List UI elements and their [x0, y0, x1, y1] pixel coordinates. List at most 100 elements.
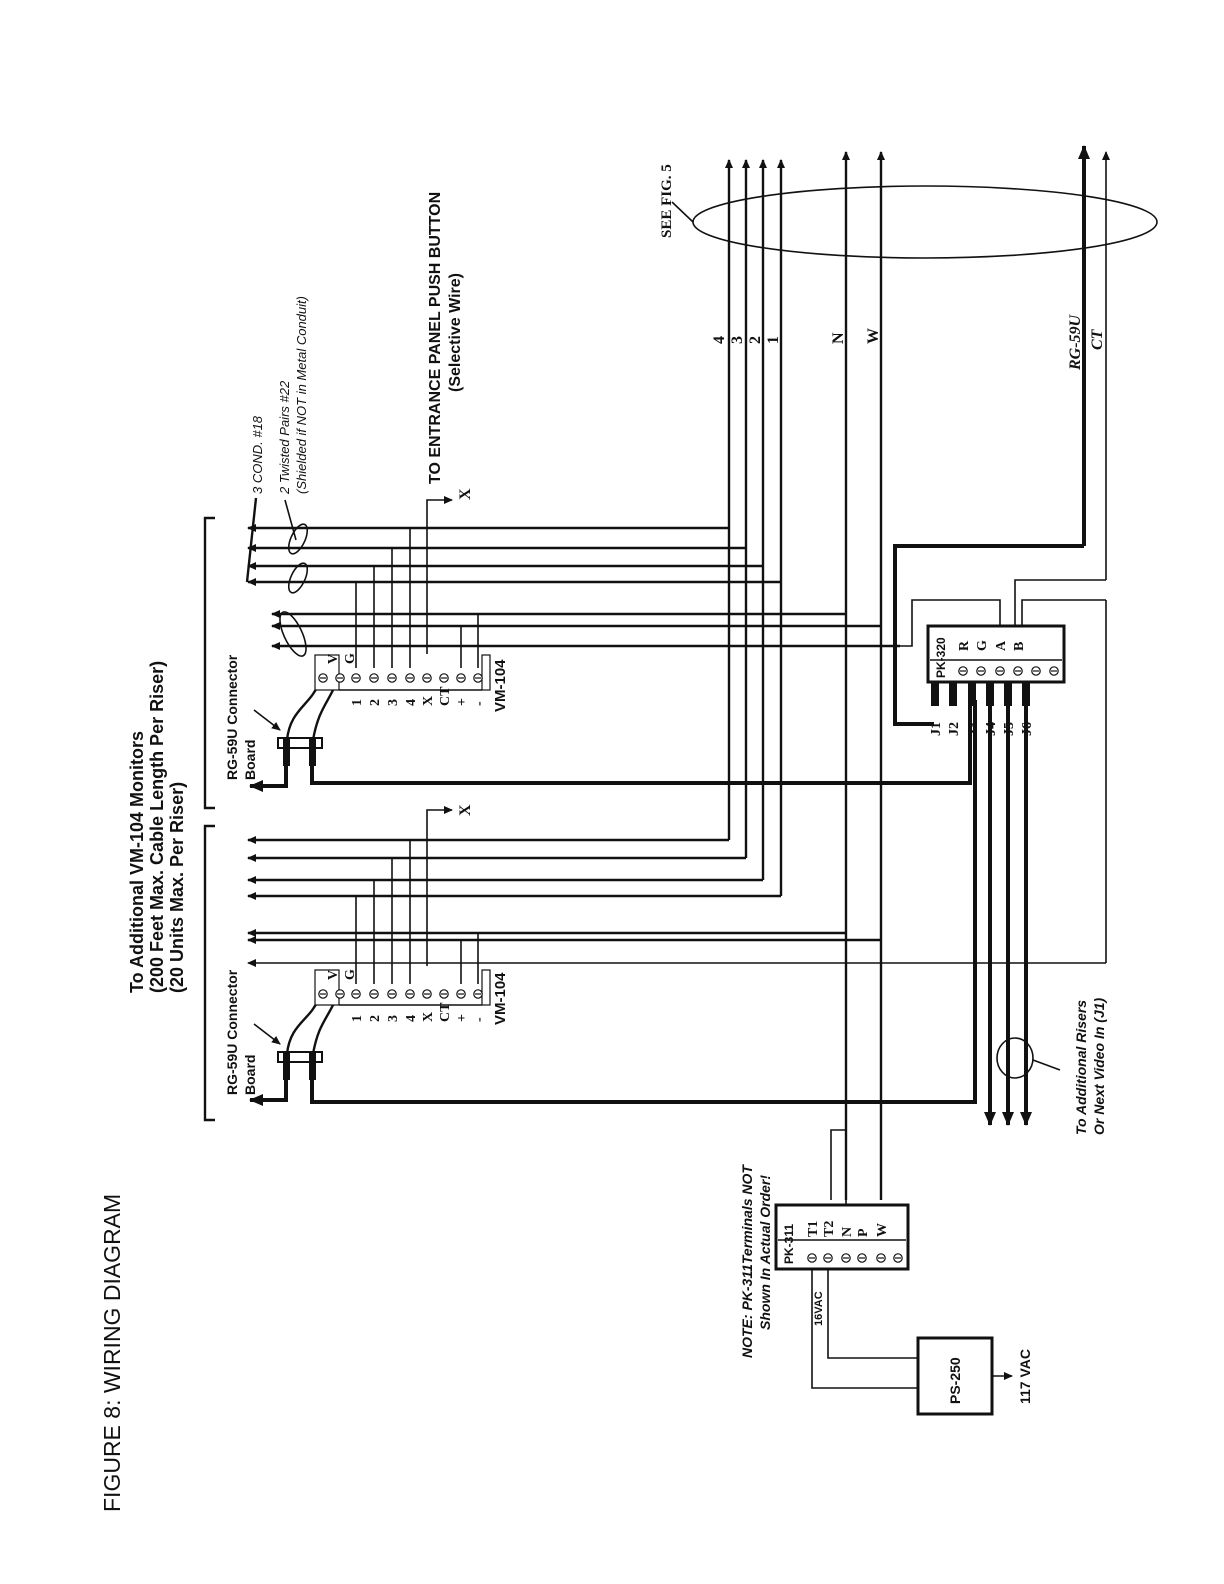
monitor-1-terminal-label: CT	[438, 686, 453, 706]
monitor-1-terminal-label: V	[326, 654, 341, 664]
monitor-0-terminal-screw	[351, 989, 361, 999]
monitor-0-terminal-label: 1	[350, 1015, 365, 1022]
cond3-note: 3 COND. #18	[250, 415, 265, 494]
monitor-1-terminal-label: +	[455, 698, 470, 706]
monitor-1-terminal-screw	[439, 673, 449, 683]
pk311-screw	[876, 1253, 886, 1263]
additional-risers-ellipse	[996, 1037, 1034, 1079]
ps250-input: 117 VAC	[1017, 1349, 1033, 1404]
monitor-1-terminal-screw	[387, 673, 397, 683]
pk311-screw	[841, 1253, 851, 1263]
monitor-1-terminal-screw	[473, 673, 483, 683]
monitor-1-terminal-label: 2	[368, 699, 383, 706]
monitor-1-terminal-screw	[422, 673, 432, 683]
monitor-upper: RG-59U Connector Board VM-104	[224, 654, 509, 780]
monitor-1-x-label: X	[457, 804, 474, 816]
monitor-1-terminal-screw	[405, 673, 415, 683]
monitor-1-terminal-screw	[318, 673, 328, 683]
monitor-1-terminal-label: X	[421, 696, 436, 706]
ps250-name: PS-250	[947, 1357, 963, 1404]
monitor-0-terminal-label: 4	[404, 1015, 419, 1022]
twisted-leader	[284, 499, 297, 541]
label-3: 3	[729, 336, 746, 344]
monitor-0-terminal-label: X	[421, 1012, 436, 1022]
cond3-leader	[245, 497, 258, 583]
pk311-16vac: 16VAC	[813, 1291, 825, 1326]
header-line-2: (200 Feet Max. Cable Length Per Riser)	[147, 661, 167, 993]
entrance-x-label: X	[457, 488, 474, 500]
pk311-terminal-label: N	[840, 1227, 855, 1237]
pk311-screw	[893, 1253, 903, 1263]
pk320-screw	[1031, 666, 1041, 676]
label-1: 1	[765, 336, 782, 344]
see-fig-leader	[671, 201, 694, 223]
pk320-screw	[976, 666, 986, 676]
monitor-1-terminal-label: 1	[350, 699, 365, 706]
pk320-jack	[968, 682, 976, 706]
monitor-0-terminal-screw	[387, 989, 397, 999]
monitor-1-terminal-label: 3	[386, 699, 401, 706]
ps250: PS-250 117 VAC	[916, 1336, 1033, 1416]
additional-risers-1: To Additional Risers	[1073, 1000, 1089, 1135]
monitor-1-terminal-label: 4	[404, 699, 419, 706]
pk320-jack	[931, 682, 939, 706]
pk320-jack	[1022, 682, 1030, 706]
label-ct: CT	[1089, 328, 1106, 350]
monitor-lower-connector-2: Board	[242, 1055, 258, 1095]
monitor-1-terminal-label: -	[472, 701, 487, 706]
lower-monitor-wiring	[247, 836, 1106, 984]
label-w: W	[865, 328, 882, 344]
pk311-note-2: Shown In Actual Order!	[757, 1175, 773, 1330]
monitor-0-terminal-screw	[405, 989, 415, 999]
monitor-0-terminal-label: 3	[386, 1015, 401, 1022]
monitor-upper-connector-1: RG-59U Connector	[224, 654, 240, 780]
pk320-screw	[1013, 666, 1023, 676]
pk320-jack-label: J3	[966, 722, 981, 736]
monitor-0-terminal-screw	[439, 989, 449, 999]
monitor-lower-name: VM-104	[492, 972, 509, 1025]
monitor-0-terminal-screw	[473, 989, 483, 999]
pk320-screw	[1049, 666, 1059, 676]
label-4: 4	[711, 336, 728, 344]
monitor-lower-bnc	[277, 1051, 323, 1063]
pk311-screw	[823, 1253, 833, 1263]
pk320-terminal-label: A	[994, 640, 1009, 651]
monitor-0-terminal-screw	[335, 989, 345, 999]
riser-labels: 4 3 2 1 N W RG-59U CT	[711, 313, 1106, 371]
pk320-jack-label: J1	[929, 722, 944, 736]
monitor-0-terminal-label: +	[455, 1014, 470, 1022]
monitor-1-terminal-screw	[456, 673, 466, 683]
twisted-pair-ellipse-1	[287, 523, 309, 555]
monitor-upper-connector-2: Board	[242, 740, 258, 780]
pk311-screw	[807, 1253, 817, 1263]
ps250-box	[916, 1336, 994, 1416]
monitor-lower-terminal-strip	[314, 969, 340, 1006]
entrance-x-wire-lower	[426, 806, 453, 966]
figure-title: FIGURE 8: WIRING DIAGRAM	[99, 1194, 125, 1512]
header-line-1: To Additional VM-104 Monitors	[127, 731, 147, 993]
pk320-jack	[949, 682, 957, 706]
monitor-1-terminal-screw	[369, 673, 379, 683]
monitor-0-terminal-label: V	[326, 970, 341, 980]
pk320-jack	[986, 682, 994, 706]
twisted-note-1: 2 Twisted Pairs #22	[277, 380, 292, 495]
monitor-0-terminal-screw	[456, 989, 466, 999]
pk311-screw	[857, 1253, 867, 1263]
upper-monitor-wiring	[247, 524, 900, 668]
pk311-note-1: NOTE: PK-311Terminals NOT	[739, 1164, 755, 1358]
pk320-screw	[958, 666, 968, 676]
pk311-terminal-label: P	[856, 1228, 871, 1237]
pk320-screw	[995, 666, 1005, 676]
monitor-1-terminal-screw	[351, 673, 361, 683]
pk311-name: PK-311	[782, 1224, 796, 1264]
pk311-terminal-label: T2	[822, 1221, 837, 1237]
pk311-terminal-label: W	[875, 1223, 890, 1237]
monitor-0-terminal-screw	[318, 989, 328, 999]
riser-trunk	[725, 145, 1110, 1200]
label-n: N	[830, 332, 847, 344]
